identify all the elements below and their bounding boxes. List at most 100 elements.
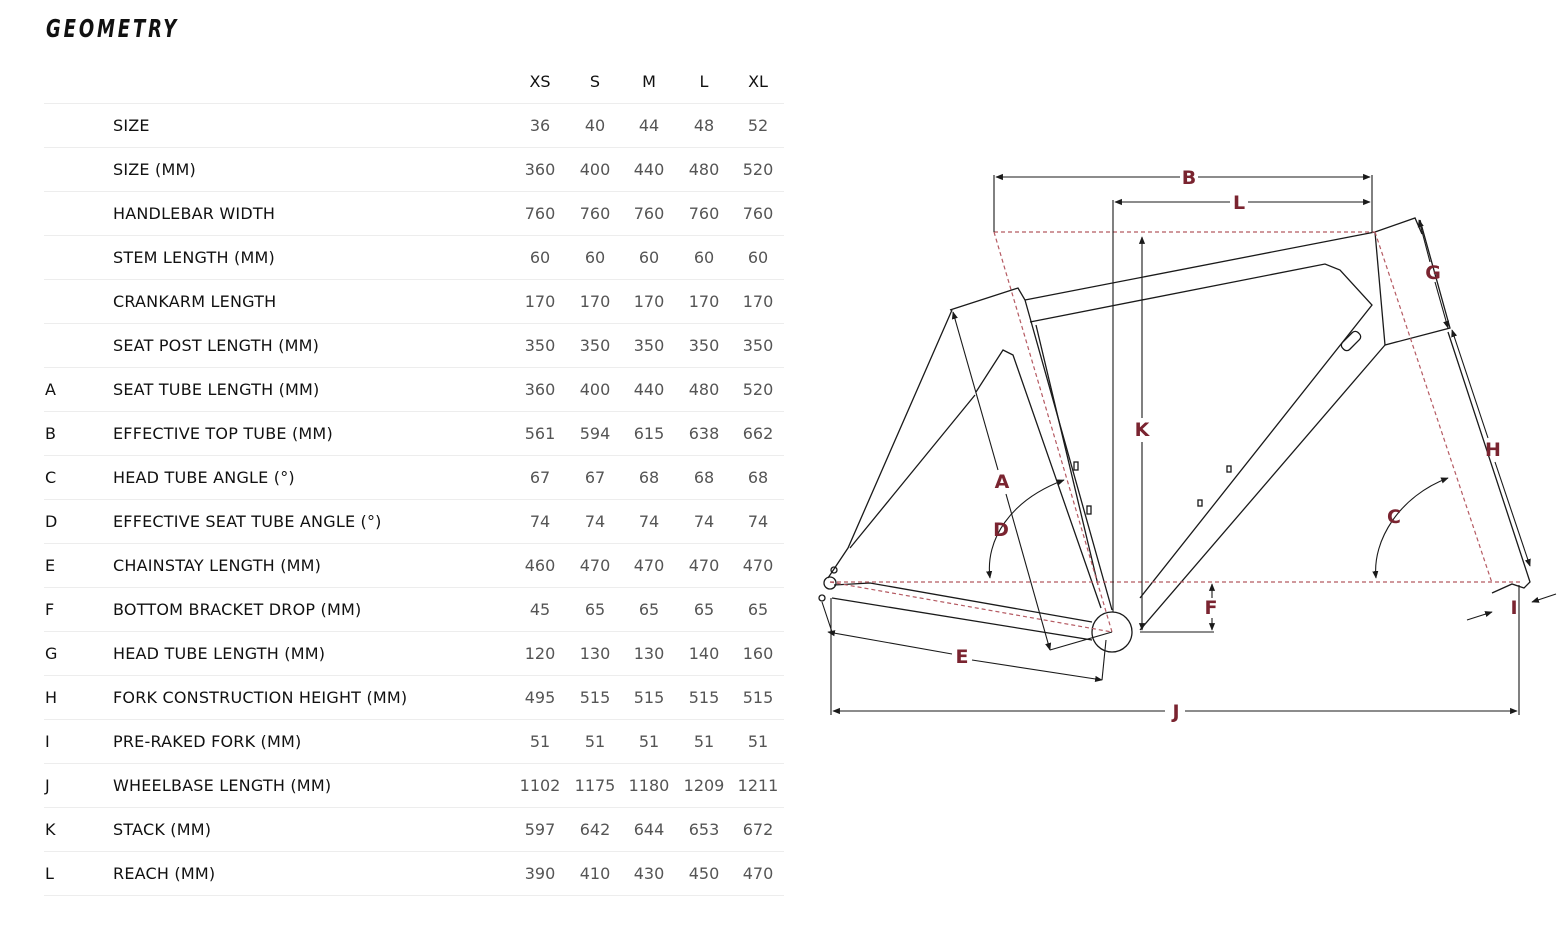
- row-label: PRE-RAKED FORK (MM): [113, 732, 302, 751]
- column-header: L: [699, 72, 709, 91]
- cell-value: 44: [638, 116, 660, 135]
- row-letter: I: [45, 732, 50, 751]
- cell-value: 130: [579, 644, 611, 663]
- row-letter: D: [45, 512, 58, 531]
- cell-value: 45: [529, 600, 551, 619]
- cell-value: 400: [579, 380, 611, 399]
- row-label: CHAINSTAY LENGTH (MM): [113, 556, 322, 575]
- cell-value: 1180: [628, 776, 670, 795]
- cell-value: 760: [742, 204, 774, 223]
- cell-value: 760: [524, 204, 556, 223]
- cell-value: 430: [633, 864, 665, 883]
- row-letter: J: [45, 776, 50, 795]
- cell-value: 480: [688, 380, 720, 399]
- row-label: SIZE (MM): [113, 160, 196, 179]
- cell-value: 160: [742, 644, 774, 663]
- row-label: CRANKARM LENGTH: [113, 292, 277, 311]
- cell-value: 74: [638, 512, 660, 531]
- cell-value: 515: [688, 688, 720, 707]
- label-f: F: [1205, 597, 1218, 619]
- cell-value: 360: [524, 380, 556, 399]
- frame-geometry-diagram: B L K A D G H C F I E J: [800, 150, 1558, 750]
- cell-value: 350: [579, 336, 611, 355]
- row-label: EFFECTIVE SEAT TUBE ANGLE (°): [113, 512, 382, 531]
- cell-value: 410: [579, 864, 611, 883]
- row-letter: A: [45, 380, 56, 399]
- row-label: EFFECTIVE TOP TUBE (MM): [113, 424, 333, 443]
- cell-value: 470: [688, 556, 720, 575]
- cell-value: 74: [747, 512, 769, 531]
- cell-value: 51: [638, 732, 660, 751]
- row-label: HEAD TUBE ANGLE (°): [113, 468, 295, 487]
- cell-value: 638: [688, 424, 720, 443]
- page-title: GEOMETRY: [46, 14, 180, 43]
- cell-value: 170: [524, 292, 556, 311]
- label-j: J: [1170, 701, 1179, 723]
- cell-value: 470: [742, 556, 774, 575]
- row-letter: F: [45, 600, 55, 619]
- cell-value: 662: [742, 424, 774, 443]
- cell-value: 520: [742, 380, 774, 399]
- dimension-lines: [821, 173, 1557, 715]
- cell-value: 653: [688, 820, 720, 839]
- row-letter: H: [45, 688, 58, 707]
- cell-value: 60: [529, 248, 551, 267]
- cell-value: 67: [529, 468, 551, 487]
- cell-value: 40: [584, 116, 606, 135]
- row-label: SEAT TUBE LENGTH (MM): [113, 380, 320, 399]
- cell-value: 520: [742, 160, 774, 179]
- cell-value: 390: [524, 864, 556, 883]
- row-label: WHEELBASE LENGTH (MM): [113, 776, 332, 795]
- label-g: G: [1425, 262, 1441, 284]
- cell-value: 350: [688, 336, 720, 355]
- row-label: REACH (MM): [113, 864, 216, 883]
- cell-value: 350: [742, 336, 774, 355]
- row-label: HANDLEBAR WIDTH: [113, 204, 276, 223]
- cell-value: 60: [638, 248, 660, 267]
- cell-value: 130: [633, 644, 665, 663]
- cell-value: 597: [524, 820, 556, 839]
- cell-value: 360: [524, 160, 556, 179]
- row-letter: L: [45, 864, 54, 883]
- cell-value: 60: [693, 248, 715, 267]
- cell-value: 170: [742, 292, 774, 311]
- cell-value: 68: [693, 468, 715, 487]
- cell-value: 515: [742, 688, 774, 707]
- cell-value: 470: [579, 556, 611, 575]
- cell-value: 515: [579, 688, 611, 707]
- table-row: A SEAT TUBE LENGTH (MM) 360 400 440 480 520: [44, 368, 784, 412]
- cell-value: 51: [529, 732, 551, 751]
- column-header: M: [642, 72, 656, 91]
- cell-value: 68: [747, 468, 769, 487]
- cell-value: 615: [633, 424, 665, 443]
- cell-value: 470: [633, 556, 665, 575]
- cell-value: 74: [693, 512, 715, 531]
- label-k: K: [1135, 419, 1151, 441]
- cell-value: 170: [633, 292, 665, 311]
- cell-value: 51: [584, 732, 606, 751]
- row-letter: B: [45, 424, 56, 443]
- cell-value: 1211: [737, 776, 779, 795]
- label-d: D: [993, 519, 1009, 541]
- cell-value: 450: [688, 864, 720, 883]
- cell-value: 1175: [574, 776, 616, 795]
- row-label: FORK CONSTRUCTION HEIGHT (MM): [113, 688, 408, 707]
- row-letter: G: [45, 644, 58, 663]
- row-label: BOTTOM BRACKET DROP (MM): [113, 600, 362, 619]
- cell-value: 672: [742, 820, 774, 839]
- cell-value: 65: [747, 600, 769, 619]
- column-header: S: [589, 72, 601, 91]
- cell-value: 440: [633, 380, 665, 399]
